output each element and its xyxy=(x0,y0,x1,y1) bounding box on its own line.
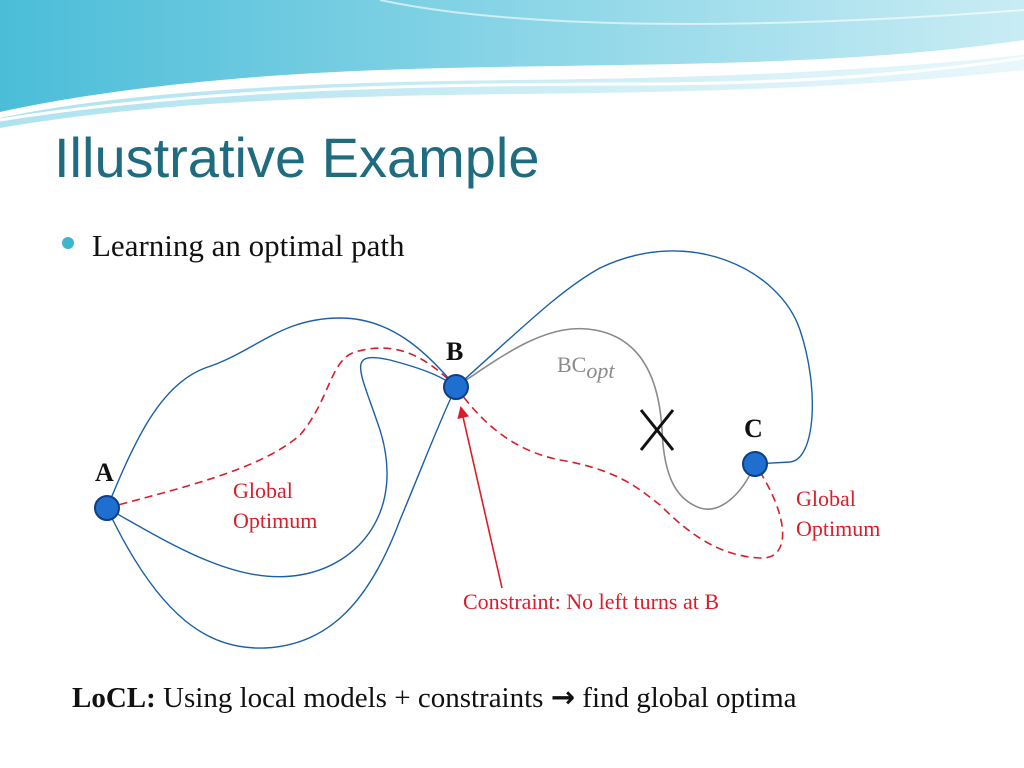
path-bc-opt xyxy=(455,327,756,510)
constraint-arrow xyxy=(457,406,503,589)
constraint-label: Constraint: No left turns at B xyxy=(463,589,719,614)
footer-statement: LoCL: Using local models + constraints →… xyxy=(72,680,797,715)
blocked-cross-icon xyxy=(639,409,675,451)
node-a-label: A xyxy=(95,458,114,487)
bc-opt-base: BC xyxy=(557,352,586,377)
bullet-item: Learning an optimal path xyxy=(62,228,404,264)
global-optimum-label-left: Global Optimum xyxy=(233,478,317,533)
bc-opt-sub: opt xyxy=(586,358,615,383)
path-a-b-middle xyxy=(106,356,457,578)
bullet-dot-icon xyxy=(62,237,74,249)
global-optimum-left-line2: Optimum xyxy=(233,508,317,533)
header-banner xyxy=(0,0,1024,128)
node-c xyxy=(742,451,768,477)
bc-opt-label: BCopt xyxy=(557,352,615,383)
node-a xyxy=(94,495,120,521)
right-arrow-icon: → xyxy=(550,680,576,714)
global-optimum-label-right: Global Optimum xyxy=(796,486,880,541)
node-b-label: B xyxy=(446,337,463,366)
path-a-b-upper xyxy=(106,317,457,509)
global-optimum-right-line2: Optimum xyxy=(796,516,880,541)
global-optimum-right-line1: Global xyxy=(796,486,856,511)
path-b-c-outer xyxy=(455,250,813,465)
global-optimum-left-line1: Global xyxy=(233,478,293,503)
slide-title: Illustrative Example xyxy=(54,126,540,189)
node-b xyxy=(443,374,469,400)
path-a-b-lower xyxy=(106,386,457,649)
bullet-text: Learning an optimal path xyxy=(92,228,405,263)
global-optimum-path-a-b xyxy=(106,347,457,509)
footer-bold: LoCL: xyxy=(72,682,156,714)
footer-tail: find global optima xyxy=(582,682,797,714)
node-c-label: C xyxy=(744,414,763,443)
footer-text: Using local models + constraints xyxy=(163,682,544,714)
global-optimum-path-b-c xyxy=(455,386,784,559)
